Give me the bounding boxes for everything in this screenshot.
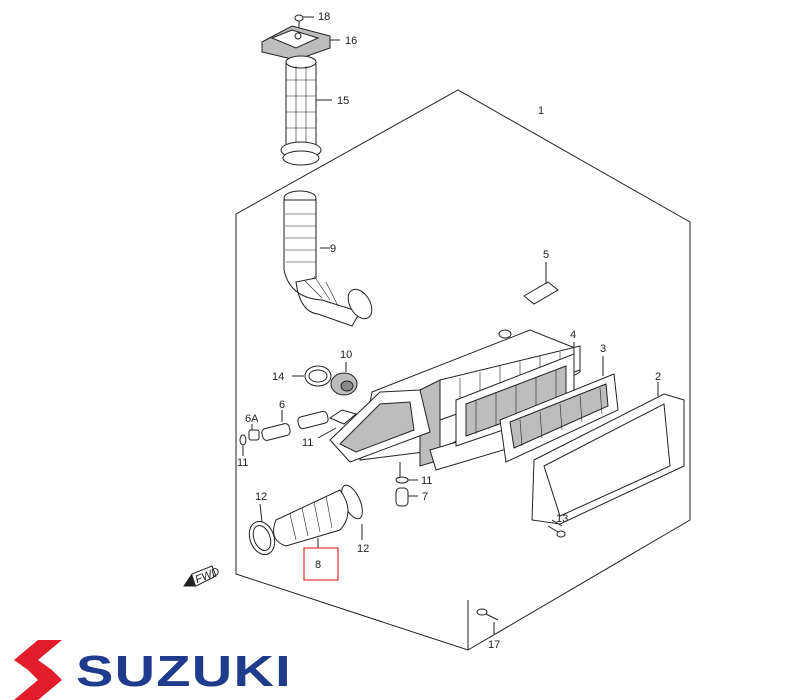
part-12-clamps (248, 484, 363, 555)
callout-13: 13 (556, 513, 568, 525)
part-17-bolt (476, 608, 499, 634)
callout-labels: 1 2 3 4 5 6 6A 7 8 9 10 11 11 11 12 12 1… (237, 11, 661, 651)
part-15-snorkel (280, 55, 332, 166)
callout-2: 2 (655, 371, 661, 383)
callout-12a: 12 (255, 491, 267, 503)
callout-14: 14 (272, 371, 284, 383)
callout-7: 7 (422, 491, 428, 503)
callout-17: 17 (488, 639, 500, 651)
callout-1: 1 (538, 105, 544, 117)
suzuki-logo-icon (14, 640, 62, 700)
callout-16: 16 (345, 35, 357, 47)
callout-6: 6 (279, 399, 285, 411)
part-5-bracket (523, 262, 559, 305)
callout-11a: 11 (237, 457, 248, 469)
callout-9: 9 (330, 243, 336, 255)
callout-4: 4 (570, 329, 576, 341)
callout-11b: 11 (302, 437, 313, 449)
part-2-cover (531, 382, 685, 525)
callout-11c: 11 (421, 475, 432, 487)
part-18-screw (294, 14, 314, 30)
callout-5: 5 (543, 249, 549, 261)
part-9-intake-hose (283, 190, 373, 327)
part-7-stud (395, 487, 418, 507)
part-6a-plug (248, 424, 260, 441)
fwd-arrow-icon: FWD (183, 565, 222, 587)
part-16-cap (261, 25, 340, 61)
brand-name: SUZUKI (76, 647, 292, 696)
part-10-joint (330, 362, 358, 396)
part-6-tube (261, 410, 291, 441)
fwd-label: FWD (194, 566, 222, 587)
part-4-element (455, 342, 575, 447)
callout-12b: 12 (357, 543, 369, 555)
callout-6a: 6A (245, 413, 259, 425)
callout-8: 8 (315, 559, 321, 571)
callout-18: 18 (318, 11, 330, 23)
part-13-screw (547, 519, 566, 538)
part-14-clamp (292, 365, 332, 387)
highlight-box-part-8 (303, 547, 339, 581)
part-11-clips (239, 409, 418, 484)
callout-3: 3 (600, 343, 606, 355)
callout-15: 15 (337, 95, 349, 107)
assembly-box-outline (235, 89, 691, 651)
part-3-filter (499, 356, 619, 463)
part-8-connector-tube (273, 489, 349, 548)
callout-10: 10 (340, 349, 352, 361)
